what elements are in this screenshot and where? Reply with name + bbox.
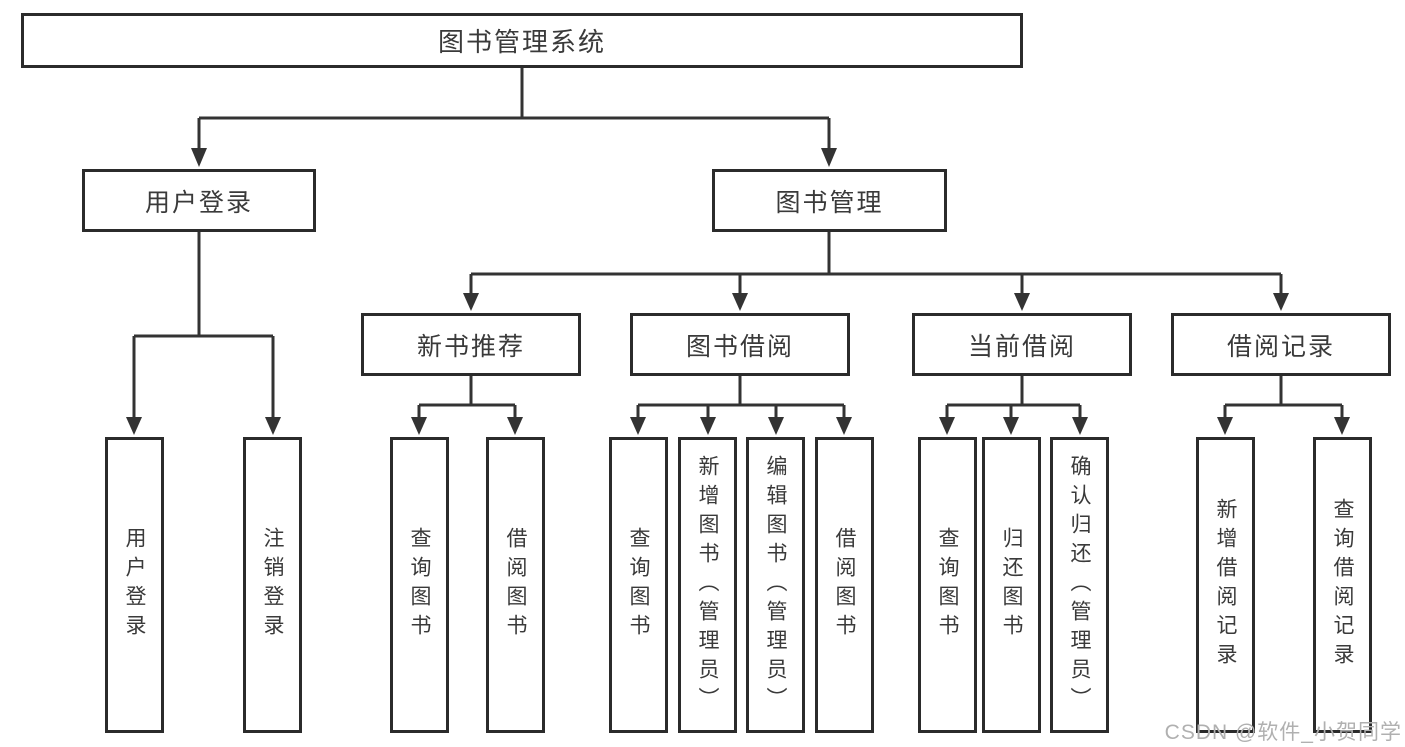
leaf-current-query-books: 查询图书	[918, 437, 977, 733]
arrow-leaf-bb-edit	[768, 417, 784, 435]
arrow-leaf-cb-confirm	[1072, 417, 1088, 435]
connector-newbook-to-leaves	[417, 374, 517, 419]
arrow-book-management	[821, 148, 837, 167]
node-new-book-recommend: 新书推荐	[361, 313, 581, 376]
arrow-book-borrowing	[732, 293, 748, 311]
arrow-borrowing-records	[1273, 293, 1289, 311]
arrow-leaf-nb-borrow	[507, 417, 523, 435]
arrowheads	[126, 148, 1350, 435]
leaf-current-return-books: 归还图书	[982, 437, 1041, 733]
node-book-management: 图书管理	[712, 169, 947, 232]
leaf-records-query-record: 查询借阅记录	[1313, 437, 1372, 733]
arrow-new-book-recommend	[463, 293, 479, 311]
leaf-borrow-edit-books-admin: 编辑图书（管理员）	[746, 437, 805, 733]
arrow-leaf-bb-borrow	[836, 417, 852, 435]
arrow-current-borrowing	[1014, 293, 1030, 311]
arrow-leaf-bb-query	[630, 417, 646, 435]
arrow-leaf-user-login	[126, 417, 142, 435]
csdn-watermark: CSDN @软件_小贺同学	[1164, 721, 1402, 744]
arrow-leaf-logout	[265, 417, 281, 435]
leaf-newbook-borrow-books: 借阅图书	[486, 437, 545, 733]
arrow-user-login	[191, 148, 207, 167]
node-library-management-system: 图书管理系统	[21, 13, 1023, 68]
connector-userlogin-to-leaves	[132, 231, 275, 419]
arrow-leaf-cb-query	[939, 417, 955, 435]
node-current-borrowing: 当前借阅	[912, 313, 1132, 376]
node-borrowing-records: 借阅记录	[1171, 313, 1391, 376]
arrow-leaf-rec-add	[1217, 417, 1233, 435]
connector-records-to-leaves	[1223, 374, 1344, 419]
leaf-borrow-add-books-admin: 新增图书（管理员）	[678, 437, 737, 733]
leaf-user-login: 用户登录	[105, 437, 164, 733]
connector-root-to-level1	[197, 66, 831, 151]
node-user-login: 用户登录	[82, 169, 316, 232]
leaf-records-add-record: 新增借阅记录	[1196, 437, 1255, 733]
arrow-leaf-rec-query	[1334, 417, 1350, 435]
leaf-borrow-borrow-books: 借阅图书	[815, 437, 874, 733]
node-book-borrowing: 图书借阅	[630, 313, 850, 376]
arrow-leaf-bb-add	[700, 417, 716, 435]
arrow-leaf-cb-return	[1003, 417, 1019, 435]
connector-bookmgmt-to-level2	[469, 231, 1283, 295]
leaf-borrow-query-books: 查询图书	[609, 437, 668, 733]
connector-currentborrow-to-leaves	[945, 374, 1082, 419]
arrow-leaf-nb-query	[411, 417, 427, 435]
leaf-newbook-query-books: 查询图书	[390, 437, 449, 733]
leaf-current-confirm-return-admin: 确认归还（管理员）	[1050, 437, 1109, 733]
leaf-logout: 注销登录	[243, 437, 302, 733]
connector-bookborrow-to-leaves	[636, 374, 846, 419]
